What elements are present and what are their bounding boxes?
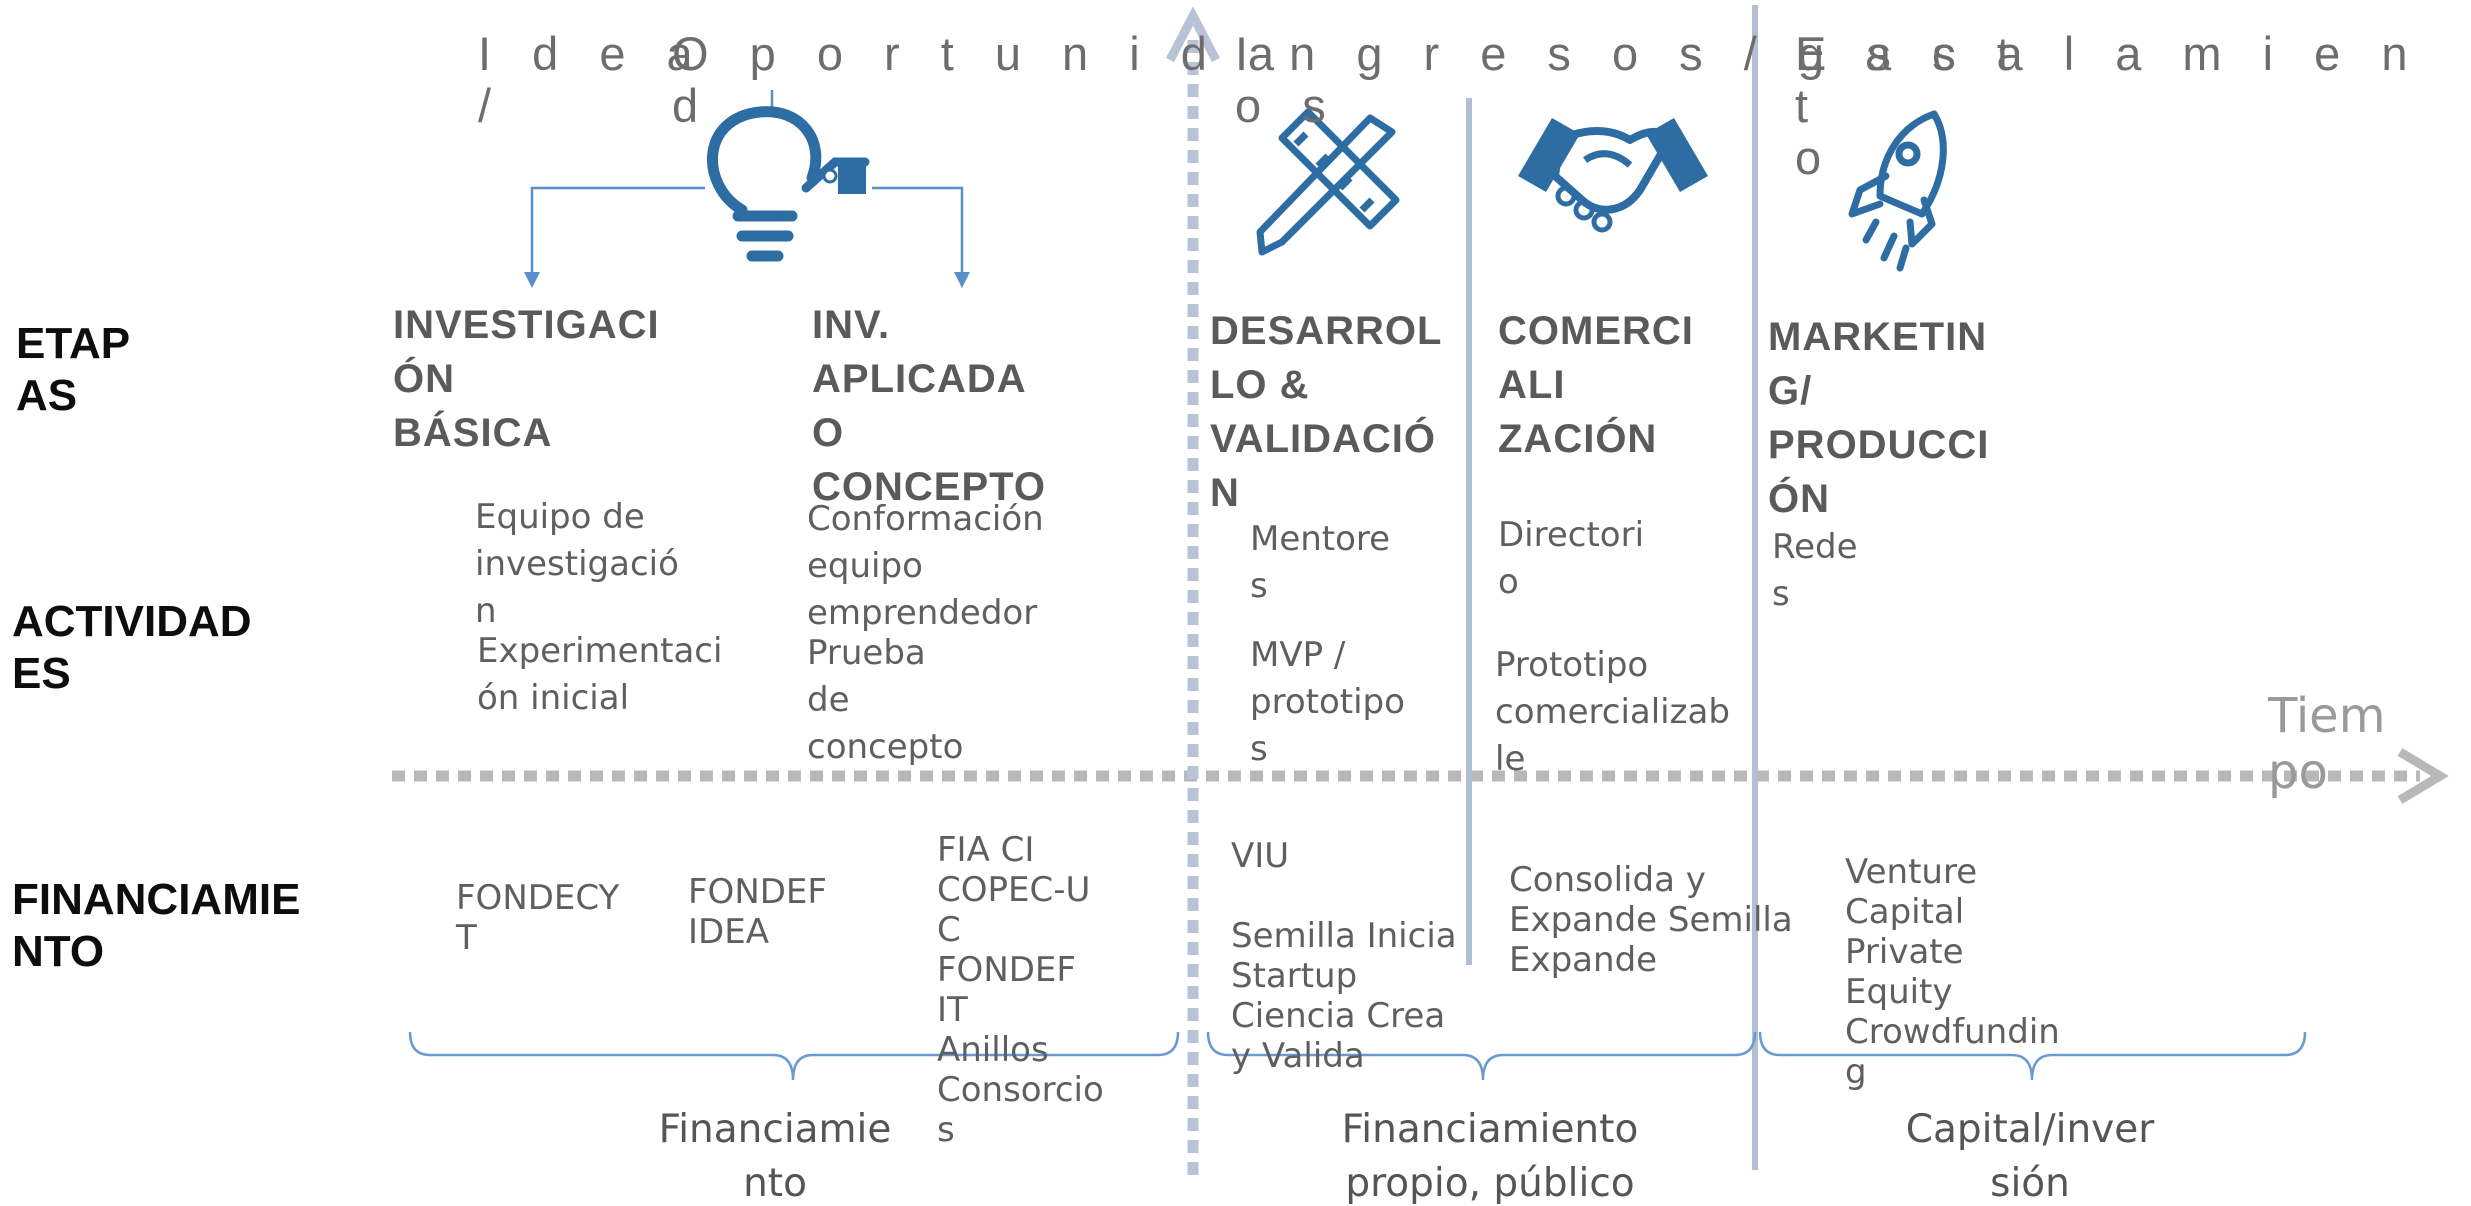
row-label-etapas: ETAP AS xyxy=(16,319,131,420)
time-axis-arrowhead xyxy=(2397,748,2449,804)
funding-viu-semilla-startup: VIU Semilla Inicia Startup Ciencia Crea … xyxy=(1231,836,1457,1076)
lightbulb-tag-icon xyxy=(707,106,870,262)
activity-prototipo-comercializable: Prototipo comercializab le xyxy=(1495,645,1730,779)
vertical-axis-arrowhead xyxy=(1166,6,1220,63)
activity-directorio: Directori o xyxy=(1498,515,1645,602)
brace-capital xyxy=(1758,1031,2307,1081)
funding-venture-capital: Venture Capital Private Equity Crowdfund… xyxy=(1845,852,2060,1092)
activity-redes: Rede s xyxy=(1772,527,1858,614)
brace-label-propio-publico: Financiamiento propio, público xyxy=(1341,1107,1639,1206)
brace-propio-publico xyxy=(1206,1031,1757,1081)
rocket-icon xyxy=(1848,110,1947,272)
phase-ingresos-gastos: I n g r e s o s / g a s t o s xyxy=(1235,27,2024,132)
handshake-icon xyxy=(1518,118,1708,233)
funding-fia-copec-fondef-anillos: FIA CI COPEC-U C FONDEF IT Anillos Conso… xyxy=(937,830,1104,1150)
brace-label-financiamiento: Financiamie nto xyxy=(658,1107,892,1206)
activity-experimentacion-inicial: Experimentaci ón inicial xyxy=(477,631,723,718)
stage-investigacion-basica: INVESTIGACI ÓN BÁSICA xyxy=(393,303,660,455)
row-label-actividades: ACTIVIDAD ES xyxy=(12,597,252,698)
funding-fondef-idea: FONDEF IDEA xyxy=(688,872,827,952)
stage-inv-aplicada: INV. APLICADA O CONCEPTO xyxy=(812,303,1046,509)
ruler-pencil-icon xyxy=(1256,108,1400,256)
stage-marketing-produccion: MARKETIN G/ PRODUCCI ÓN xyxy=(1768,315,1990,521)
row-label-financiamiento: FINANCIAMIE NTO xyxy=(12,875,301,976)
phase-escalamiento: E s c a l a m i e n t o xyxy=(1795,27,2422,184)
activity-mvp-prototipos: MVP / prototipo s xyxy=(1250,635,1405,769)
activity-prueba-concepto: Prueba de concepto xyxy=(807,633,964,767)
activity-mentores: Mentore s xyxy=(1250,519,1391,606)
stage-comercializacion: COMERCI ALI ZACIÓN xyxy=(1498,309,1694,461)
axis-label-tiempo: Tiem po xyxy=(2268,688,2386,800)
brace-label-capital-inversion: Capital/inver sión xyxy=(1905,1107,2155,1206)
stage-desarrollo-validacion: DESARROL LO & VALIDACIÓ N xyxy=(1210,309,1443,515)
funding-fondecyt: FONDECY T xyxy=(456,878,620,958)
phase-idea: I d e a / xyxy=(478,27,707,132)
brace-financiamiento xyxy=(408,1031,1180,1081)
activity-equipo-investigacion: Equipo de investigació n xyxy=(475,497,679,631)
funding-consolida-expande: Consolida y Expande Semilla Expande xyxy=(1509,860,1793,980)
phase-oportunidad: O p o r t u n i d a d xyxy=(672,27,1289,132)
lightbulb-arrows xyxy=(530,90,964,278)
activity-conformacion-equipo: Conformación equipo emprendedor xyxy=(807,499,1044,633)
